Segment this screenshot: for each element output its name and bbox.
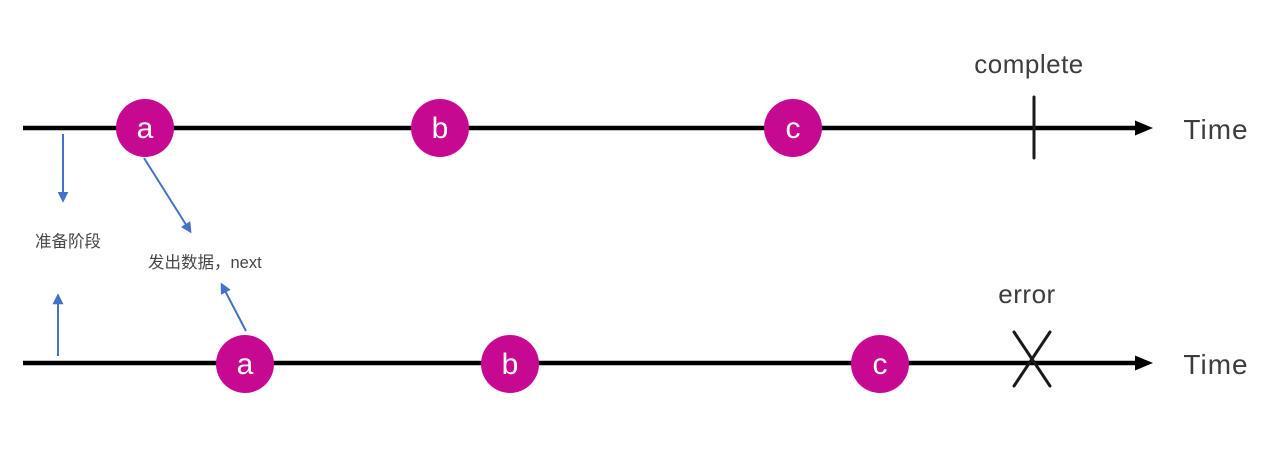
event-circle (411, 99, 469, 157)
event-label: c (873, 348, 888, 381)
arrow-down-right-icon (143, 157, 192, 234)
event-circle (764, 99, 822, 157)
complete-label: complete (974, 49, 1084, 79)
annotation-emit-data-next: 发出数据，next (148, 253, 262, 272)
time-axis-label: Time (1183, 114, 1248, 145)
event-circle (116, 99, 174, 157)
timeline-error-stream: Time error a b c (23, 279, 1248, 393)
event-circle (851, 335, 909, 393)
event-marker-a: a (216, 335, 274, 393)
event-label: b (432, 112, 449, 145)
event-marker-b: b (481, 335, 539, 393)
event-label: c (786, 112, 801, 145)
timeline-arrowhead-icon (1135, 355, 1153, 371)
event-label: a (237, 348, 254, 381)
event-circle (216, 335, 274, 393)
annotation-preparation-phase: 准备阶段 (35, 232, 101, 251)
event-marker-c: c (851, 335, 909, 393)
event-marker-c: c (764, 99, 822, 157)
annotation-arrows (52, 134, 247, 356)
timeline-arrowhead-icon (1135, 120, 1153, 136)
arrow-up-left-icon (220, 282, 247, 332)
timeline-complete-stream: Time complete a b c (23, 49, 1248, 160)
event-marker-b: b (411, 99, 469, 157)
event-marker-a: a (116, 99, 174, 157)
time-axis-label: Time (1183, 349, 1248, 380)
error-label: error (998, 279, 1055, 309)
event-circle (481, 335, 539, 393)
error-marker-icon (1012, 330, 1052, 388)
event-label: b (502, 348, 519, 381)
event-label: a (137, 112, 154, 145)
